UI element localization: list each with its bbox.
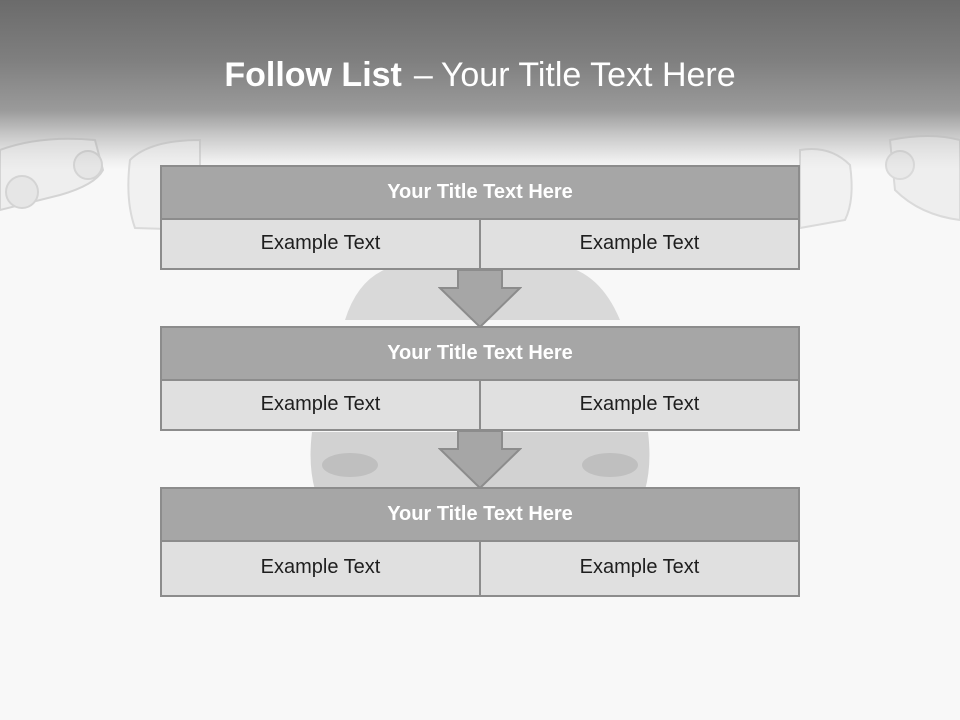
step-title: Your Title Text Here [160, 326, 800, 381]
header-band [0, 0, 960, 170]
step-cell-left: Example Text [160, 381, 481, 431]
title-strong: Follow List [224, 56, 402, 94]
step-row: Example Text Example Text [160, 220, 800, 270]
step-cell-left: Example Text [160, 220, 481, 270]
step-block: Your Title Text Here Example Text Exampl… [160, 165, 800, 270]
step-row: Example Text Example Text [160, 542, 800, 597]
step-title: Your Title Text Here [160, 487, 800, 542]
down-arrow-icon [438, 431, 522, 489]
step-block: Your Title Text Here Example Text Exampl… [160, 326, 800, 431]
step-cell-left: Example Text [160, 542, 481, 597]
title-separator: – [413, 56, 433, 94]
title-rest: Your Title Text Here [440, 56, 736, 94]
step-cell-right: Example Text [479, 220, 800, 270]
down-arrow-icon [438, 270, 522, 328]
slide-title: Follow List–Your Title Text Here [0, 52, 960, 98]
step-cell-right: Example Text [479, 542, 800, 597]
step-block: Your Title Text Here Example Text Exampl… [160, 487, 800, 597]
step-cell-right: Example Text [479, 381, 800, 431]
step-row: Example Text Example Text [160, 381, 800, 431]
step-title: Your Title Text Here [160, 165, 800, 220]
